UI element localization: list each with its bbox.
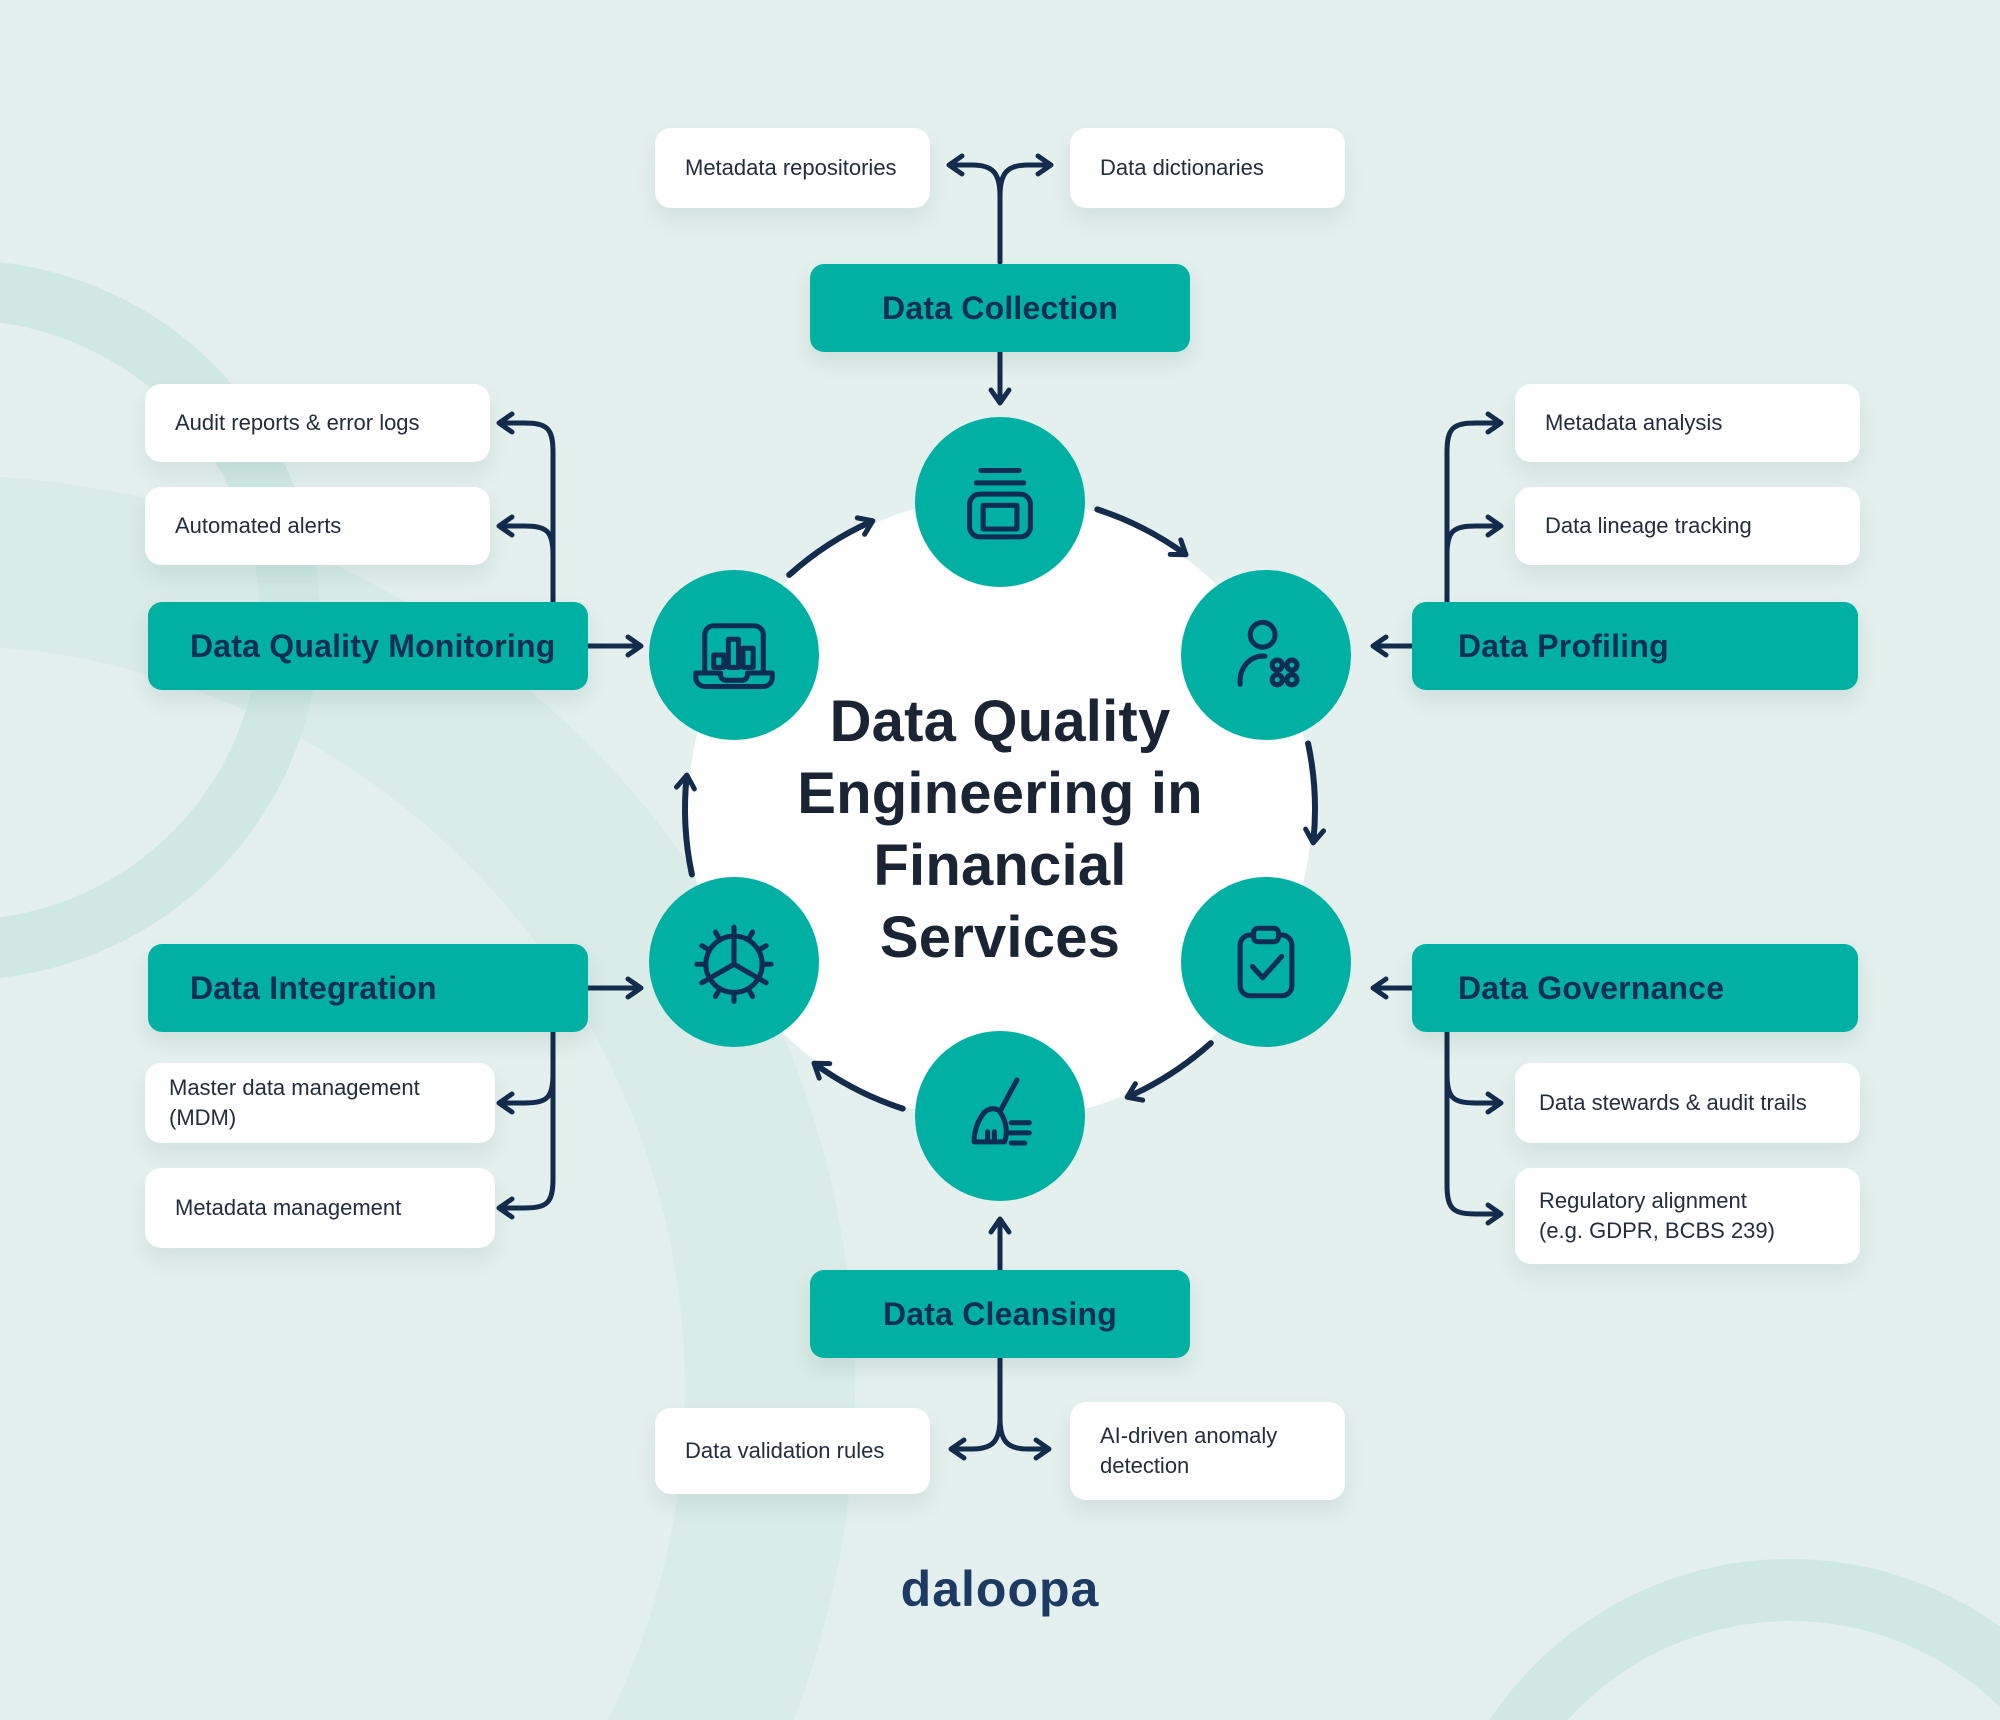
stage-data-collection: Data Collection [810, 264, 1190, 352]
leaf-label: Automated alerts [175, 513, 342, 539]
leaf-metadata-repositories: Metadata repositories [655, 128, 930, 208]
stage-data-quality-monitoring: Data Quality Monitoring [148, 602, 588, 690]
leaf-master-data-management: Master data management (MDM) [145, 1063, 495, 1143]
leaf-ai-driven-anomaly-detection: AI-driven anomaly detection [1070, 1402, 1345, 1500]
title-line-2: Engineering in [797, 761, 1203, 826]
leaf-data-dictionaries: Data dictionaries [1070, 128, 1345, 208]
node-circle-data-collection [915, 417, 1085, 587]
daloopa-logo: daloopa [900, 1561, 1100, 1617]
leaf-label: AI-driven anomaly detection [1100, 1423, 1278, 1478]
leaf-label: Audit reports & error logs [175, 410, 420, 436]
leaf-label: Master data management (MDM) [169, 1075, 420, 1130]
leaf-data-lineage-tracking: Data lineage tracking [1515, 487, 1860, 565]
leaf-label: Data lineage tracking [1545, 513, 1752, 539]
stage-data-governance: Data Governance [1412, 944, 1858, 1032]
leaf-label: Metadata management [175, 1195, 402, 1221]
wheel-icon [694, 924, 774, 1004]
stage-label: Data Integration [190, 969, 437, 1006]
title-line-1: Data Quality [829, 689, 1171, 754]
person-icon [1237, 619, 1300, 688]
laptop-chart-icon [693, 623, 775, 690]
leaf-data-validation-rules: Data validation rules [655, 1408, 930, 1494]
stage-data-cleansing: Data Cleansing [810, 1270, 1190, 1358]
stage-label: Data Quality Monitoring [190, 627, 556, 664]
decoration-ring-bottom-right [1489, 1559, 2000, 1720]
title-line-4: Services [879, 905, 1121, 970]
node-circle-data-cleansing [915, 1031, 1085, 1201]
leaf-data-stewards-audit-trails: Data stewards & audit trails [1515, 1063, 1860, 1143]
stage-data-integration: Data Integration [148, 944, 588, 1032]
node-circle-data-quality-monitoring [649, 570, 819, 740]
node-circle-data-profiling [1181, 570, 1351, 740]
leaf-label: Data dictionaries [1100, 155, 1264, 181]
stage-label: Data Collection [882, 289, 1118, 326]
leaf-label: Regulatory alignment (e.g. GDPR, BCBS 23… [1539, 1188, 1775, 1243]
stage-data-profiling: Data Profiling [1412, 602, 1858, 690]
leaf-metadata-management: Metadata management [145, 1168, 495, 1248]
leaf-audit-reports-error-logs: Audit reports & error logs [145, 384, 490, 462]
leaf-metadata-analysis: Metadata analysis [1515, 384, 1860, 462]
clipboard-check-icon [1237, 925, 1295, 999]
leaf-label: Metadata repositories [685, 155, 897, 181]
leaf-regulatory-alignment: Regulatory alignment (e.g. GDPR, BCBS 23… [1515, 1168, 1860, 1264]
leaf-label: Data validation rules [685, 1438, 885, 1464]
stage-label: Data Profiling [1458, 627, 1669, 664]
diagram-title: Data Quality Engineering in Financial Se… [680, 686, 1320, 974]
node-circle-data-governance [1181, 877, 1351, 1047]
node-circle-data-integration [649, 877, 819, 1047]
stage-label: Data Governance [1458, 969, 1725, 1006]
broom-icon [971, 1077, 1032, 1146]
leaf-label: Metadata analysis [1545, 410, 1723, 436]
leaf-automated-alerts: Automated alerts [145, 487, 490, 565]
leaf-label: Data stewards & audit trails [1539, 1090, 1807, 1116]
archive-icon [967, 467, 1033, 540]
stage-label: Data Cleansing [883, 1295, 1117, 1332]
title-line-3: Financial [873, 833, 1127, 898]
